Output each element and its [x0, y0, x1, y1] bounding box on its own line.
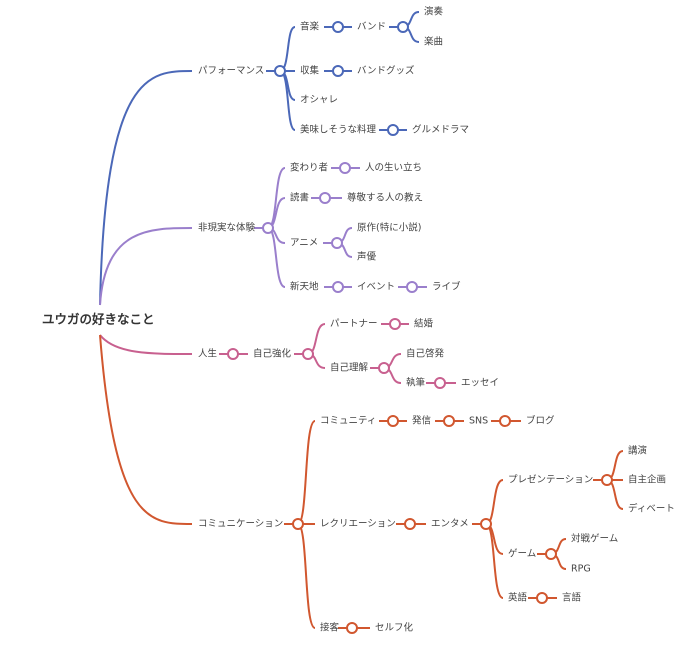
mind-map-node[interactable]: 人生 — [198, 348, 218, 360]
collapse-toggle-icon[interactable] — [404, 518, 416, 530]
collapse-toggle-icon[interactable] — [499, 415, 511, 427]
collapse-toggle-icon[interactable] — [292, 518, 304, 530]
mind-map-node[interactable]: 発信 — [412, 415, 431, 427]
branch-link — [297, 420, 316, 525]
mind-map-node[interactable]: コミュニケーション — [198, 519, 283, 530]
mind-map-node[interactable]: コミュニティ — [320, 416, 376, 427]
collapse-toggle-icon[interactable] — [480, 518, 492, 530]
mind-map-node[interactable]: エンタメ — [431, 519, 469, 530]
mind-map-node[interactable]: 声優 — [357, 251, 377, 263]
collapse-toggle-icon[interactable] — [332, 21, 344, 33]
collapse-toggle-icon[interactable] — [545, 548, 557, 560]
mind-map-node[interactable]: セルフ化 — [375, 622, 414, 634]
mind-map-node[interactable]: エッセイ — [461, 378, 499, 389]
mind-map-node[interactable]: ライブ — [432, 281, 461, 293]
collapse-toggle-icon[interactable] — [319, 192, 331, 204]
mind-map-node[interactable]: オシャレ — [300, 95, 338, 106]
mind-map-node[interactable]: バンド — [357, 22, 386, 33]
mind-map-node[interactable]: バンドグッズ — [357, 65, 415, 77]
mind-map-node[interactable]: 人の生い立ち — [365, 162, 422, 174]
mind-map-node[interactable]: 非現実な体験 — [198, 222, 256, 234]
branch-link — [279, 26, 296, 72]
mind-map-node[interactable]: ゲーム — [508, 548, 536, 560]
mind-map-node[interactable]: 接客 — [320, 622, 340, 634]
mind-map-node[interactable]: 変わり者 — [290, 162, 328, 174]
collapse-toggle-icon[interactable] — [387, 415, 399, 427]
collapse-toggle-icon[interactable] — [331, 237, 343, 249]
root-branch-link — [99, 70, 193, 306]
mind-map-node[interactable]: ブログ — [526, 415, 555, 427]
collapse-toggle-icon[interactable] — [397, 21, 409, 33]
mind-map-node[interactable]: 演奏 — [424, 6, 444, 18]
mind-map-node[interactable]: グルメドラマ — [412, 124, 469, 136]
mind-map-node[interactable]: 英語 — [508, 592, 528, 604]
mind-map-node[interactable]: 新天地 — [290, 281, 319, 293]
mind-map-node[interactable]: RPG — [571, 564, 591, 575]
mind-map-node[interactable]: 美味しそうな料理 — [300, 124, 377, 136]
collapse-toggle-icon[interactable] — [406, 281, 418, 293]
collapse-toggle-icon[interactable] — [262, 222, 274, 234]
collapse-toggle-icon[interactable] — [536, 592, 548, 604]
collapse-toggle-icon[interactable] — [387, 124, 399, 136]
mind-map-node[interactable]: ディベート — [628, 503, 675, 515]
mind-map-node[interactable]: 尊敬する人の教え — [347, 192, 423, 204]
mind-map-node[interactable]: レクリエーション — [320, 519, 396, 530]
mind-map-node[interactable]: 講演 — [628, 445, 647, 457]
mind-map-node[interactable]: 読書 — [290, 192, 309, 204]
mind-map-node[interactable]: 対戦ゲーム — [571, 533, 618, 545]
collapse-toggle-icon[interactable] — [332, 65, 344, 77]
mind-map-node[interactable]: 自己強化 — [253, 348, 292, 360]
collapse-toggle-icon[interactable] — [227, 348, 239, 360]
branch-link — [297, 523, 316, 629]
mind-map-node[interactable]: 結婚 — [414, 318, 434, 330]
mind-map-node[interactable]: 執筆 — [406, 377, 426, 389]
collapse-toggle-icon[interactable] — [434, 377, 446, 389]
collapse-toggle-icon[interactable] — [346, 622, 358, 634]
root-node[interactable]: ユウガの好きなこと — [42, 312, 155, 327]
mind-map-node[interactable]: アニメ — [290, 238, 318, 249]
collapse-toggle-icon[interactable] — [389, 318, 401, 330]
mind-map-node[interactable]: 自己啓発 — [406, 348, 445, 360]
collapse-toggle-icon[interactable] — [332, 281, 344, 293]
mind-map-node[interactable]: 原作(特に小説) — [357, 222, 421, 234]
mind-map-node[interactable]: 自己理解 — [330, 362, 369, 374]
mind-map-node[interactable]: 収集 — [300, 65, 320, 77]
mind-map-node[interactable]: プレゼンテーション — [508, 474, 593, 486]
collapse-toggle-icon[interactable] — [601, 474, 613, 486]
collapse-toggle-icon[interactable] — [274, 65, 286, 77]
mind-map-node[interactable]: SNS — [469, 416, 488, 427]
collapse-toggle-icon[interactable] — [302, 348, 314, 360]
branch-link — [485, 479, 504, 525]
collapse-toggle-icon[interactable] — [378, 362, 390, 374]
mind-map-node[interactable]: パフォーマンス — [198, 66, 264, 77]
mind-map-node[interactable]: 音楽 — [300, 21, 320, 33]
mind-map-node[interactable]: 楽曲 — [424, 36, 443, 48]
root-branch-link — [99, 334, 193, 355]
mind-map-node[interactable]: 言語 — [562, 592, 582, 604]
mind-map-node[interactable]: 自主企画 — [628, 474, 666, 486]
root-branch-link — [99, 334, 193, 525]
root-branch-link — [99, 227, 193, 306]
collapse-toggle-icon[interactable] — [443, 415, 455, 427]
mind-map-node[interactable]: イベント — [357, 282, 395, 293]
collapse-toggle-icon[interactable] — [339, 162, 351, 174]
branch-link — [485, 523, 504, 599]
mind-map-node[interactable]: パートナー — [330, 319, 378, 330]
